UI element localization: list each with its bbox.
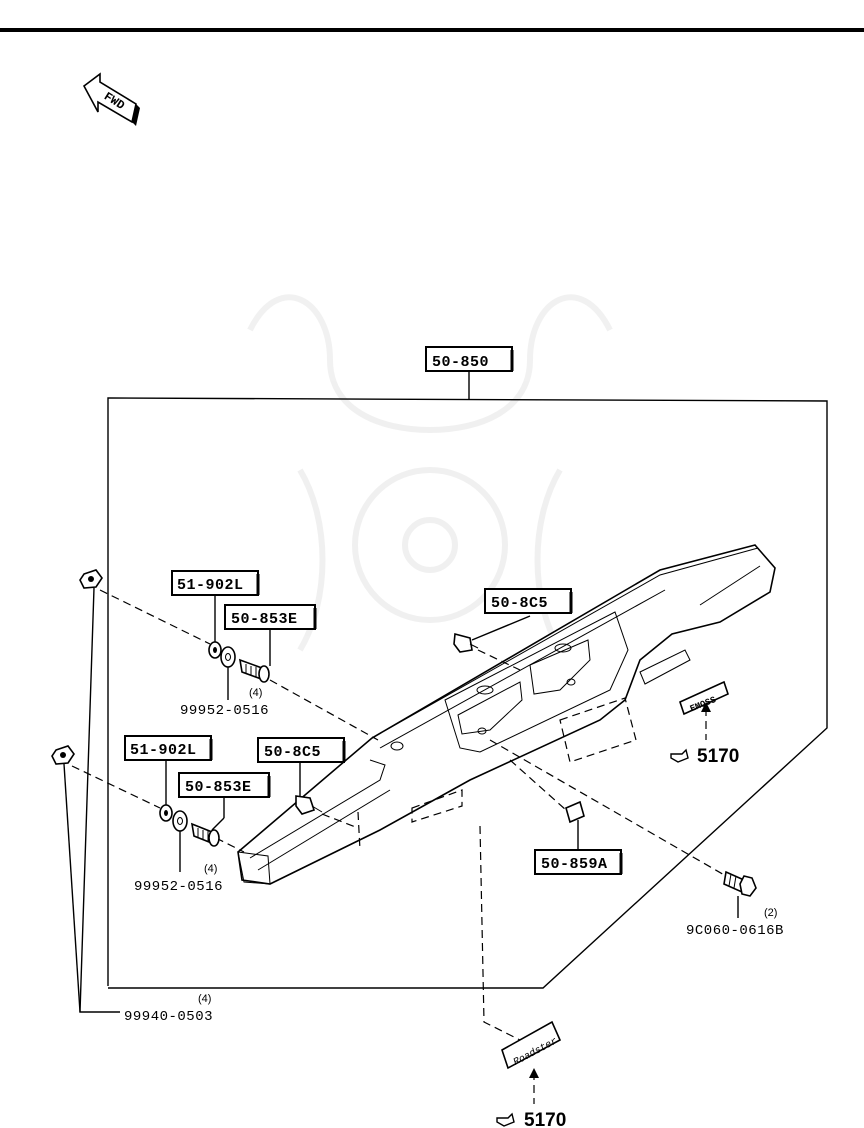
svg-text:50-8C5: 50-8C5 [264, 744, 321, 761]
callout-bracket: 50-859A [534, 849, 623, 875]
assembly-line-lower [71, 765, 161, 809]
clip-upper-icon [453, 632, 479, 653]
assembly-line-lower-2 [215, 837, 245, 853]
svg-text:50-859A: 50-859A [541, 856, 608, 873]
callout-stud-upper: 50-853E [224, 604, 317, 630]
washer-lower-icon [172, 810, 188, 832]
stud-lower-icon [190, 822, 220, 847]
callout-stud-lower: 50-853E [178, 772, 271, 798]
leader-nut-left [79, 587, 120, 1013]
leader-clip-upper [471, 615, 531, 641]
partno-washer-lower: 99952-0516 [134, 879, 223, 895]
reference-emblem-right: 5170 [670, 746, 739, 767]
assembly-line-screw-right [489, 739, 727, 877]
nut-upper-icon [208, 641, 222, 659]
reference-emblem-bottom: 5170 [496, 1110, 566, 1128]
svg-text:50-853E: 50-853E [231, 611, 298, 628]
callout-clip-lower: 50-8C5 [257, 737, 346, 763]
callout-nut-upper: 51-902L [171, 570, 260, 596]
rear-garnish-panel [237, 544, 776, 885]
nut-left-lower-icon [51, 745, 75, 765]
emblem-bottom-line [479, 825, 521, 1041]
svg-text:50-8C5: 50-8C5 [491, 595, 548, 612]
svg-text:5170: 5170 [697, 746, 739, 767]
qty-nut-left: (4) [198, 993, 211, 1005]
svg-text:51-902L: 51-902L [130, 742, 197, 759]
partno-washer-upper: 99952-0516 [180, 703, 269, 719]
watermark-logo [247, 294, 613, 652]
clip-lower-icon [295, 795, 323, 815]
assembly-bracket-outline [107, 397, 828, 989]
svg-text:51-902L: 51-902L [177, 577, 244, 594]
emblem-bottom-arrow-icon [529, 1068, 539, 1078]
nut-left-upper-icon [79, 569, 103, 589]
svg-text:5170: 5170 [524, 1110, 566, 1128]
svg-text:50-853E: 50-853E [185, 779, 252, 796]
partno-nut-left: 99940-0503 [124, 1009, 213, 1025]
screw-right-icon [723, 870, 757, 897]
assembly-line-upper-2 [269, 679, 379, 741]
emblem-right-arrow-icon [701, 702, 711, 712]
assembly-line-clip-lower [321, 813, 359, 829]
partno-screw-right: 9C060-0616B [686, 923, 784, 939]
washer-upper-icon [220, 646, 236, 668]
leader-stud-lower-2 [211, 817, 225, 831]
nut-lower-icon [159, 804, 173, 822]
assembly-line-clip-upper [477, 649, 521, 671]
qty-washer-upper: (4) [249, 687, 262, 699]
callout-nut-lower: 51-902L [124, 735, 213, 761]
emblem-bottom-icon: Roadster [501, 1020, 562, 1070]
callout-clip-upper: 50-8C5 [484, 588, 573, 614]
hidden-outlines [357, 697, 637, 851]
qty-screw-right: (2) [764, 907, 777, 919]
stud-upper-icon [238, 658, 270, 683]
bracket-icon [565, 800, 585, 824]
svg-text:50-850: 50-850 [432, 354, 489, 371]
qty-washer-lower: (4) [204, 863, 217, 875]
assembly-line-upper [99, 589, 211, 645]
callout-main-assembly: 50-850 [425, 346, 514, 372]
leader-nut-left-2 [63, 763, 81, 1013]
fwd-arrow-icon: FWD [82, 72, 140, 126]
